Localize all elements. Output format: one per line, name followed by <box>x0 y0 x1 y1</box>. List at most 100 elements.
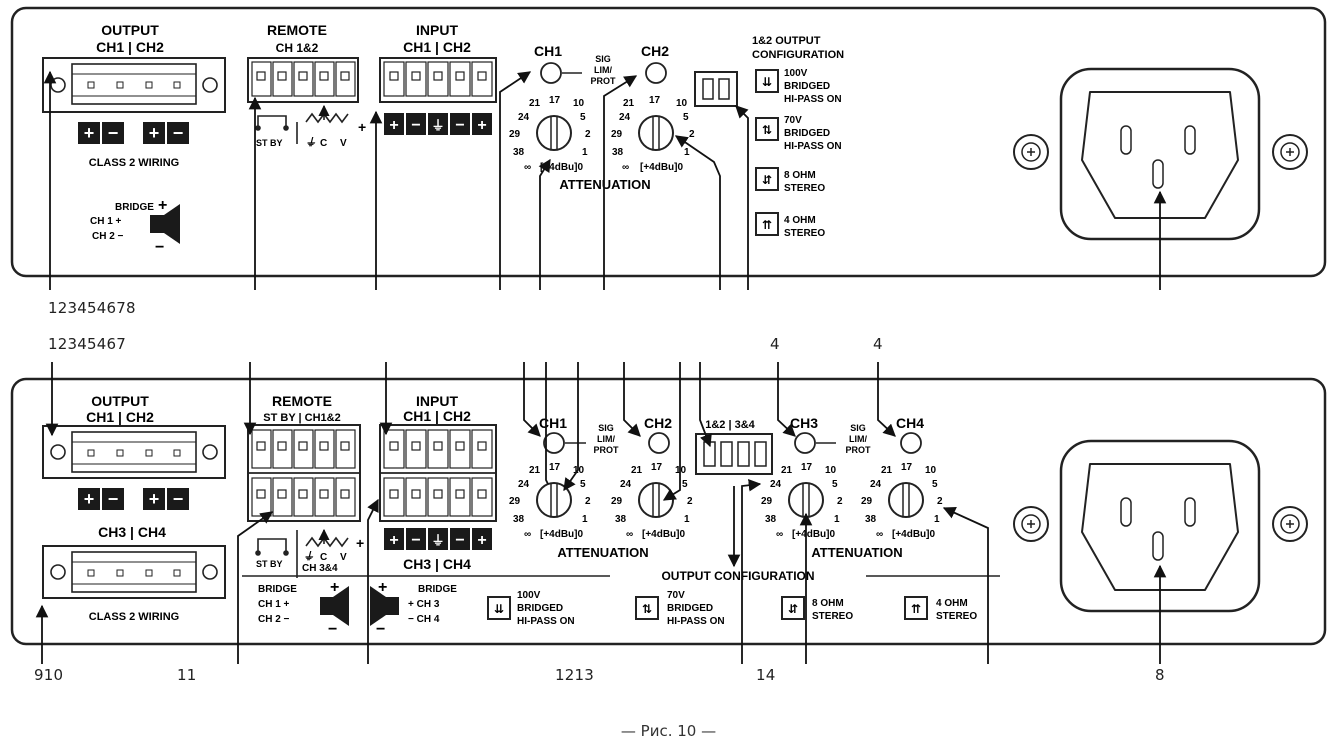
svg-text:24: 24 <box>518 112 530 123</box>
top-lim-label: LIM/ <box>594 65 612 75</box>
top-bridge-legend: BRIDGE CH 1 + CH 2 − + − <box>90 197 180 256</box>
top-remote-legend <box>255 104 349 144</box>
dial-scale-label: 1 <box>582 514 588 525</box>
svg-text:38: 38 <box>513 147 525 158</box>
speaker-icon <box>150 215 164 233</box>
dial-scale-label: 21 <box>631 465 643 476</box>
bottom-ch1-label: CH1 <box>539 415 567 431</box>
dial-scale-label: 17 <box>549 462 561 473</box>
bottom-ch4-attenuation-knob[interactable] <box>888 482 924 518</box>
top-sig-label: SIG <box>595 54 611 64</box>
top-ch2-attenuation-knob[interactable] <box>638 115 674 151</box>
top-remote-stby: ST BY <box>256 138 283 148</box>
svg-text:10: 10 <box>573 98 585 109</box>
svg-text:+: + <box>358 119 366 135</box>
top-output-connector[interactable] <box>42 57 226 113</box>
svg-text:−: − <box>376 621 385 638</box>
dial-scale-label: 10 <box>925 465 937 476</box>
bottom-ch3-attenuation-knob[interactable] <box>788 482 824 518</box>
svg-text:+: + <box>356 535 364 551</box>
bottom-ch1-attenuation-knob[interactable] <box>536 482 572 518</box>
top-ch2-dial-scale: 21 17 10 24 5 29 2 38 1 ∞ [+4dBu]0 <box>611 95 695 173</box>
bottom-remote-top: ST BY | CH1&2 <box>263 412 340 424</box>
bottom-ch2-attenuation-knob[interactable] <box>638 482 674 518</box>
dial-scale-label: 1 <box>684 514 690 525</box>
dial-scale-label: 5 <box>932 479 938 490</box>
svg-text:BRIDGE: BRIDGE <box>418 584 457 595</box>
dial-scale-label: 2 <box>837 496 843 507</box>
bottom-config-8ohm: ⇵ 8 OHM STEREO <box>781 596 853 622</box>
callout-bottom-c: 1213 <box>555 666 594 684</box>
svg-text:HI-PASS ON: HI-PASS ON <box>517 616 575 627</box>
svg-text:10: 10 <box>676 98 688 109</box>
top-config-title-1: 1&2 OUTPUT <box>752 35 821 47</box>
bottom-output-connector-ch12[interactable] <box>42 425 226 479</box>
dial-scale-label: 10 <box>825 465 837 476</box>
top-ch1-attenuation-knob[interactable] <box>536 115 572 151</box>
dial-scale-label: 38 <box>765 514 777 525</box>
top-ch1-dial-scale: 21 17 10 24 5 29 2 38 1 ∞ [+4dBu]0 <box>509 95 591 173</box>
svg-text:70V: 70V <box>667 590 685 601</box>
dial-scale-label: [+4dBu]0 <box>642 529 686 540</box>
svg-text:+: + <box>389 532 398 549</box>
bottom-input-connector[interactable] <box>379 424 497 522</box>
top-output-polarity: + − + − <box>78 122 189 144</box>
svg-text:−: − <box>155 239 164 256</box>
top-input-connector[interactable] <box>379 57 497 103</box>
top-power-inlet[interactable] <box>1013 67 1308 241</box>
bottom-remote-stby: ST BY <box>256 559 283 569</box>
svg-text:HI-PASS ON: HI-PASS ON <box>784 141 842 152</box>
bottom-dip-label: 1&2 | 3&4 <box>705 419 755 431</box>
bottom-config-70v: ⇅ 70V BRIDGED HI-PASS ON <box>635 590 725 627</box>
bottom-attenuation-left: ATTENUATION <box>557 545 648 560</box>
svg-text:+: + <box>149 123 160 143</box>
svg-text:HI-PASS ON: HI-PASS ON <box>784 94 842 105</box>
bottom-power-inlet[interactable] <box>1013 439 1308 613</box>
svg-text:PROT: PROT <box>593 445 619 455</box>
top-remote-connector[interactable] <box>247 57 359 103</box>
top-ch2-label: CH2 <box>641 43 669 59</box>
dial-scale-label: [+4dBu]0 <box>540 529 584 540</box>
svg-text:BRIDGED: BRIDGED <box>784 128 830 139</box>
svg-text:8 OHM: 8 OHM <box>812 598 844 609</box>
svg-text:C: C <box>320 552 327 563</box>
svg-text:4 OHM: 4 OHM <box>784 215 816 226</box>
svg-text:−: − <box>455 532 464 549</box>
bottom-remote-connector[interactable] <box>247 424 361 522</box>
svg-text:38: 38 <box>612 147 624 158</box>
top-config-title-2: CONFIGURATION <box>752 49 844 61</box>
svg-text:8 OHM: 8 OHM <box>784 170 816 181</box>
top-config-70v: ⇅ 70V BRIDGED HI-PASS ON <box>755 115 842 152</box>
svg-text:21: 21 <box>529 98 541 109</box>
bottom-bridge-left: BRIDGE CH 1 + CH 2 − + − <box>258 579 349 638</box>
svg-text:⇈: ⇈ <box>762 218 772 232</box>
dial-scale-label: 29 <box>761 496 773 507</box>
callout-mid-b: 4 <box>873 335 883 353</box>
dial-scale-label: 21 <box>529 465 541 476</box>
dial-scale-label: 10 <box>573 465 585 476</box>
svg-text:−: − <box>108 489 119 509</box>
svg-text:2: 2 <box>585 129 591 140</box>
svg-text:−: − <box>411 117 420 134</box>
top-input-polarity: + − ⏚ − + <box>384 113 492 135</box>
dial-scale-label: 24 <box>620 479 632 490</box>
bottom-remote-legend <box>255 528 349 578</box>
svg-text:SIG: SIG <box>598 423 614 433</box>
svg-text:100V: 100V <box>517 590 541 601</box>
dial-scale-label: 5 <box>682 479 688 490</box>
callout-bottom-d: 14 <box>756 666 776 684</box>
top-input-title: INPUT <box>416 22 458 38</box>
svg-text:17: 17 <box>649 95 661 106</box>
bottom-output-title: OUTPUT <box>91 393 149 409</box>
dial-scale-label: [+4dBu]0 <box>792 529 836 540</box>
top-dip-switch[interactable] <box>694 71 738 107</box>
bottom-ch2-label: CH2 <box>644 415 672 431</box>
top-remote-channels: CH 1&2 <box>276 41 319 55</box>
bottom-output-connector-ch34[interactable] <box>42 545 226 599</box>
bottom-output-channels-34: CH3 | CH4 <box>98 524 166 540</box>
svg-text:100V: 100V <box>784 68 808 79</box>
bottom-output-polarity: + − + − <box>78 488 189 510</box>
